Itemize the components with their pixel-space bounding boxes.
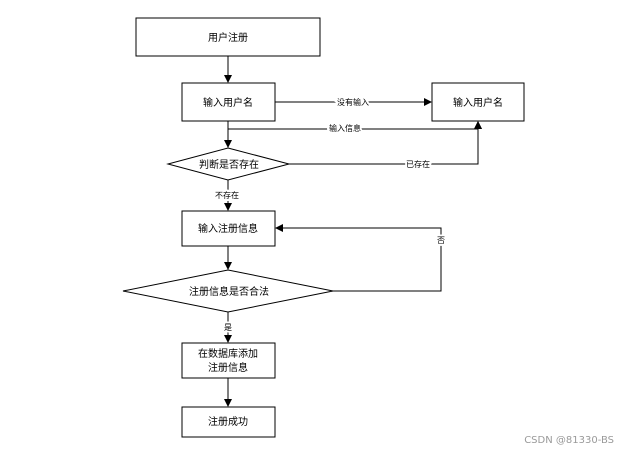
edge-label-input-info: 输入信息: [329, 123, 361, 133]
register-label: 用户注册: [208, 31, 248, 44]
edge-label-not-exists: 不存在: [215, 190, 239, 200]
edge-label-yes: 是: [224, 323, 232, 332]
input-register-info-label: 输入注册信息: [198, 222, 258, 235]
csdn-watermark: CSDN @81330-BS: [524, 435, 614, 446]
check-exists-label: 判断是否存在: [199, 158, 259, 171]
input-username-right-node: [431, 82, 525, 122]
db-add-node: [181, 342, 276, 379]
success-node: [181, 406, 276, 438]
check-valid-label: 注册信息是否合法: [189, 285, 269, 298]
db-add-label-line1: 在数据库添加: [198, 347, 258, 360]
register-node: [135, 17, 321, 57]
input-username-right-label: 输入用户名: [453, 96, 503, 109]
edge-invalid-loop: [275, 224, 442, 292]
edge-label-already-exists: 已存在: [406, 159, 430, 169]
db-add-label-line2: 注册信息: [208, 361, 248, 374]
success-label: 注册成功: [208, 415, 248, 428]
input-username-label: 输入用户名: [203, 96, 253, 109]
input-username-node: [181, 82, 276, 122]
edge-label-no-input: 没有输入: [337, 97, 369, 107]
edge-already-exists: [289, 121, 482, 165]
input-register-info-node: [181, 210, 276, 247]
edge-label-no: 否: [437, 236, 445, 245]
